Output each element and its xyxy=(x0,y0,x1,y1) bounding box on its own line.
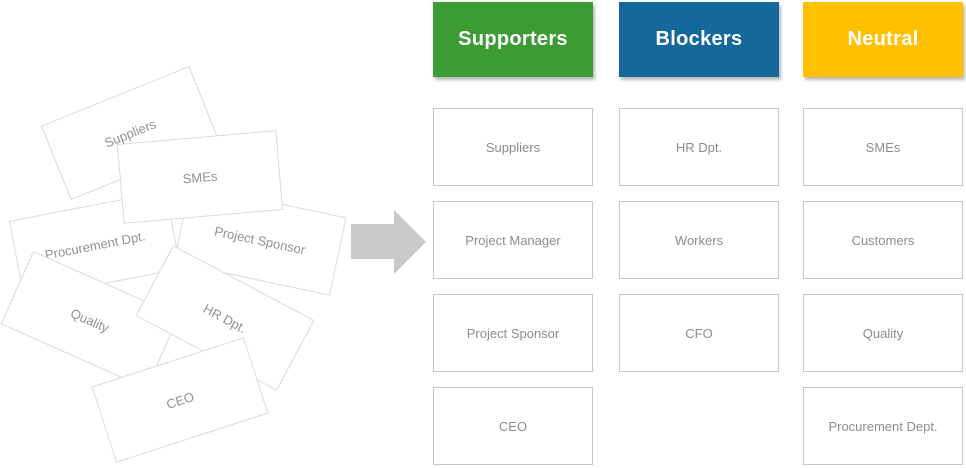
sorted-card-ceo: CEO xyxy=(433,387,593,465)
sorted-card-procurement-dept: Procurement Dept. xyxy=(803,387,963,465)
pile-card-label: Procurement Dpt. xyxy=(43,227,147,263)
sorted-card-label: SMEs xyxy=(865,139,901,155)
column-header-blockers: Blockers xyxy=(619,2,779,77)
column-neutral: Neutral SMEs Customers Quality Procureme… xyxy=(803,0,963,468)
sorted-card-label: Project Manager xyxy=(465,232,561,248)
sorted-card-label: Suppliers xyxy=(485,139,541,155)
sorted-card-project-sponsor: Project Sponsor xyxy=(433,294,593,372)
sorted-card-label: HR Dpt. xyxy=(675,139,723,155)
column-header-supporters: Supporters xyxy=(433,2,593,77)
pile-card-label: SMEs xyxy=(182,168,218,186)
pile-card-label: Quality xyxy=(68,304,112,336)
sorted-card-cfo: CFO xyxy=(619,294,779,372)
sorted-card-label: Quality xyxy=(862,325,904,341)
sorted-card-label: CEO xyxy=(498,418,528,434)
transform-arrow xyxy=(351,210,426,274)
column-header-neutral: Neutral xyxy=(803,2,963,77)
sorted-card-label: Project Sponsor xyxy=(466,325,560,341)
sorted-card-project-manager: Project Manager xyxy=(433,201,593,279)
pile-card-label: CEO xyxy=(164,388,196,412)
column-blockers: Blockers HR Dpt. Workers CFO xyxy=(619,0,779,468)
sorted-card-label: Workers xyxy=(674,232,724,248)
sorted-card-smes: SMEs xyxy=(803,108,963,186)
sorted-card-customers: Customers xyxy=(803,201,963,279)
sorted-card-label: CFO xyxy=(685,325,713,341)
pile-card-smes: SMEs xyxy=(116,130,284,224)
column-supporters: Supporters Suppliers Project Manager Pro… xyxy=(433,0,593,468)
pile-card-label: HR Dpt. xyxy=(201,300,249,336)
sorted-card-suppliers: Suppliers xyxy=(433,108,593,186)
sorted-card-quality: Quality xyxy=(803,294,963,372)
pile-card-label: Project Sponsor xyxy=(213,223,307,257)
sorted-card-label: Procurement Dept. xyxy=(828,418,938,434)
right-arrow-icon xyxy=(351,210,426,274)
sorted-card-workers: Workers xyxy=(619,201,779,279)
sorted-card-label: Customers xyxy=(851,232,915,248)
sorted-card-hr-dpt: HR Dpt. xyxy=(619,108,779,186)
